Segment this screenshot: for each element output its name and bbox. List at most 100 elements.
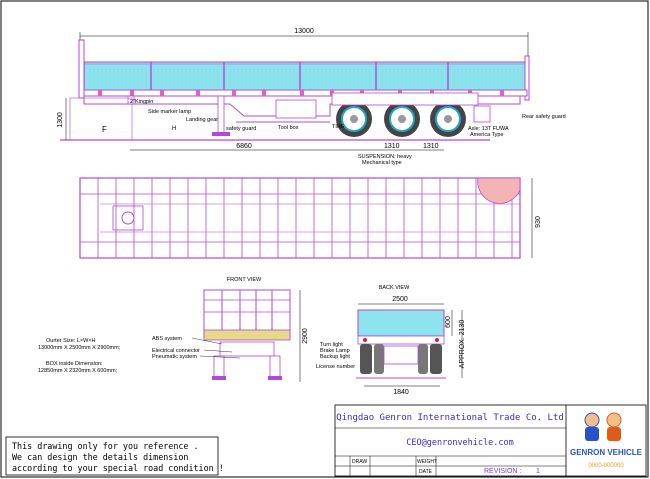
tool-box xyxy=(275,99,317,119)
side-hook xyxy=(300,90,304,96)
h-mark: H xyxy=(172,126,176,132)
disclaimer-line-2: We can design the details dimension xyxy=(12,452,188,462)
front-foot-left xyxy=(212,376,226,380)
company-name: Qingdao Genron International Trade Co. L… xyxy=(336,413,564,423)
brake-lamp-label: Brake Lamp xyxy=(320,348,350,354)
front-deck-edge xyxy=(203,329,291,341)
rear-guard-label: Rear safety guard xyxy=(522,114,566,120)
side-hook xyxy=(196,90,200,96)
draw-label: DRAW xyxy=(352,459,367,465)
date-label: DATE xyxy=(419,469,433,475)
disclaimer-line-1: This drawing only for you reference . xyxy=(12,441,199,451)
front-chassis xyxy=(219,341,275,357)
title-block: Qingdao Genron International Trade Co. L… xyxy=(334,404,647,477)
front-grid xyxy=(204,290,290,330)
top-kingpin xyxy=(121,211,135,225)
side-view: 13000 1300 F H 6860 xyxy=(57,28,566,166)
f-mark: F xyxy=(102,125,107,134)
spare-wheel xyxy=(477,177,521,204)
tool-box-label: Tool box xyxy=(278,125,299,131)
back-view-title: BACK VIEW xyxy=(379,285,410,291)
side-wheels xyxy=(336,101,466,137)
track-width-text: 1840 xyxy=(393,389,409,396)
front-leg-right xyxy=(269,355,281,379)
rear-safety-guard xyxy=(473,105,491,123)
safety-guard-label: safety guard xyxy=(226,126,256,132)
turn-light-left xyxy=(363,338,367,342)
revision-value: 1 xyxy=(536,468,540,475)
backup-light-label: Backup light xyxy=(320,354,350,360)
landing-gear-leg xyxy=(217,95,225,135)
hub xyxy=(350,115,358,123)
headboard xyxy=(78,39,85,99)
side-hook xyxy=(232,90,236,96)
kingpin-label: 2"Kingpin xyxy=(130,99,153,105)
top-width-text: 930 xyxy=(535,216,542,228)
title-block-frame xyxy=(334,404,647,477)
back-deck-edge xyxy=(357,335,445,345)
f-box xyxy=(69,97,133,141)
rear-post xyxy=(524,55,530,101)
pneumatic-leader xyxy=(199,355,241,359)
side-height-text: 600 xyxy=(445,316,452,328)
back-axle xyxy=(383,345,419,365)
box-size-label: BOX inside Dimension: xyxy=(46,361,103,367)
revision-label: REVISION : xyxy=(484,468,521,475)
genron-logo: GENRON VEHICLE 0000-000000 xyxy=(570,412,643,469)
overall-length-text: 13000 xyxy=(294,28,314,35)
axle-spacing-1-text: 1310 xyxy=(384,143,400,150)
tire-label: TIRE xyxy=(332,124,345,130)
side-panel-dividers xyxy=(83,62,528,90)
logo-figure-head-right xyxy=(606,412,622,428)
front-view: FRONT VIEW 2900 ABS system Electrical co… xyxy=(152,277,309,382)
front-leg-left xyxy=(213,355,225,379)
front-height-text: 2900 xyxy=(302,328,309,344)
axle-label: Axle: 13T FUWA xyxy=(468,126,509,132)
back-width-text: 2500 xyxy=(392,296,408,303)
logo-text: GENRON VEHICLE xyxy=(570,448,643,457)
box-size-value: 12850mm X 2320mm X 600mm; xyxy=(38,368,118,374)
turn-light-label: Turn light xyxy=(320,342,343,348)
logo-sub-text: 0000-000000 xyxy=(588,463,624,469)
approx-height-text: APPROX. 2130 xyxy=(459,320,466,369)
top-outline xyxy=(79,177,521,259)
landing-gear-foot xyxy=(212,132,230,136)
front-view-title: FRONT VIEW xyxy=(227,277,262,283)
side-chassis-rail xyxy=(83,89,528,97)
landing-offset-text: 6860 xyxy=(236,143,252,150)
weight-label: WEIGHT xyxy=(417,459,437,465)
logo-figure-body-left xyxy=(585,427,599,441)
america-label: America Type xyxy=(470,132,504,138)
side-hook xyxy=(500,90,504,96)
electrical-leader xyxy=(203,349,233,353)
hub xyxy=(444,115,452,123)
height-text: 1300 xyxy=(57,112,64,128)
top-view: 930 xyxy=(79,177,542,259)
suspension-frame xyxy=(331,92,479,106)
electrical-label: Electrical connector xyxy=(152,348,200,354)
logo-figure-head-left xyxy=(584,412,600,428)
abs-leader xyxy=(191,337,223,345)
hub xyxy=(398,115,406,123)
back-wheel-left-inner xyxy=(374,344,384,374)
axle-spacing-2-text: 1310 xyxy=(423,143,439,150)
outer-size-label: Ourter Size: L×W×H xyxy=(46,338,96,344)
side-marker-label: Side marker lamp xyxy=(148,109,191,115)
kingpin xyxy=(127,95,135,105)
side-hook xyxy=(160,90,164,96)
front-foot-right xyxy=(268,376,282,380)
back-view: BACK VIEW 2500 1840 600 APPROX. 2130 Tur… xyxy=(316,285,466,396)
mechanical-label: Mechanical type xyxy=(362,160,402,166)
disclaimer-line-3: according to your special road condition… xyxy=(12,463,224,473)
side-hook xyxy=(262,90,266,96)
side-hook xyxy=(98,90,102,96)
top-cross-members xyxy=(97,178,513,258)
back-wheel-right-outer xyxy=(430,344,442,374)
disclaimer-box xyxy=(5,436,219,476)
pneumatic-label: Pneumatic system xyxy=(152,354,197,360)
outer-size-value: 13000mm X 2500mm X 2900mm; xyxy=(38,345,121,351)
license-label: License number xyxy=(316,364,355,370)
back-wheel-right-inner xyxy=(418,344,428,374)
